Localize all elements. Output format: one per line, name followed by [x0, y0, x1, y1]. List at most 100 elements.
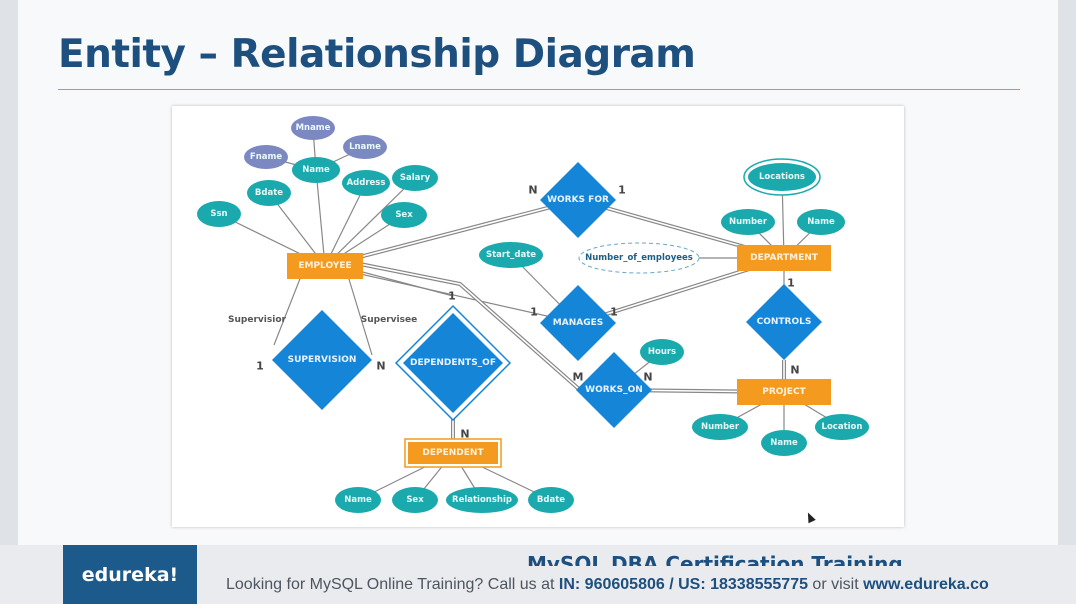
attribute-label: Number [729, 217, 768, 227]
relationship-dependents-of[interactable]: DEPENDENTS_OF [394, 304, 512, 422]
relationship-label: CONTROLS [757, 317, 812, 327]
entity-box [408, 442, 498, 464]
attribute-proj-name[interactable]: Name [761, 430, 807, 456]
attribute-ellipse [197, 201, 241, 227]
attribute-locations[interactable]: Locations [743, 158, 821, 196]
attribute-ellipse [761, 430, 807, 456]
attribute-label: Number [701, 422, 740, 432]
relationship-diamond [272, 310, 372, 410]
attribute-relationship[interactable]: Relationship [446, 487, 518, 513]
website-link[interactable]: www.edureka.co [863, 576, 989, 593]
attribute-label: Name [770, 438, 798, 448]
attribute-label: Start_date [486, 250, 536, 260]
edureka-logo: edureka! [63, 545, 197, 604]
course-title: MySQL DBA Certification Training [527, 552, 903, 566]
relationship-diamond [746, 284, 822, 360]
relationship-label: MANAGES [553, 318, 603, 328]
attribute-ellipse [392, 487, 438, 513]
connector-line [273, 265, 306, 346]
relationship-label: WORKS FOR [547, 195, 609, 205]
attribute-emp-name[interactable]: Name [292, 157, 340, 183]
attribute-dep-name[interactable]: Name [335, 487, 381, 513]
attribute-dep-bdate[interactable]: Bdate [528, 487, 574, 513]
entity-label: DEPARTMENT [750, 253, 819, 263]
attribute-ellipse [381, 202, 427, 228]
attribute-emp-sex[interactable]: Sex [381, 202, 427, 228]
relationship-label: SUPERVISION [288, 355, 357, 365]
cardinality-dep-1: 1 [448, 290, 456, 303]
cardinality-mg-dept: 1 [610, 306, 618, 319]
entity-box [737, 379, 831, 405]
entity-employee[interactable]: EMPLOYEE [287, 253, 363, 279]
connector-line [324, 177, 416, 267]
derived-attribute-ellipse [578, 242, 700, 274]
attribute-proj-number[interactable]: Number [692, 414, 748, 440]
attribute-address[interactable]: Address [342, 170, 390, 196]
attribute-label: Salary [400, 173, 431, 183]
relationship-controls[interactable]: CONTROLS [746, 284, 822, 360]
entity-project[interactable]: PROJECT [737, 379, 831, 405]
attribute-bdate[interactable]: Bdate [247, 180, 291, 206]
attribute-hours[interactable]: Hours [640, 339, 684, 365]
attribute-label: Location [822, 422, 863, 432]
relationship-manages[interactable]: MANAGES [540, 285, 616, 361]
attribute-label: Locations [759, 172, 805, 182]
role-supervisor: Supervisior [228, 315, 286, 325]
attribute-ellipse [244, 145, 288, 169]
entity-label: DEPENDENT [422, 448, 484, 458]
cardinality-sup-1: 1 [256, 360, 264, 373]
attribute-ellipse [335, 487, 381, 513]
attribute-label: Hours [648, 347, 676, 357]
relationship-supervision[interactable]: SUPERVISION [272, 310, 372, 410]
promo-prefix: Looking for MySQL Online Training? Call … [226, 576, 559, 593]
attribute-label: Sex [395, 210, 413, 220]
promo-text: Looking for MySQL Online Training? Call … [226, 576, 989, 594]
relationship-works-on[interactable]: WORKS_ON [576, 352, 652, 428]
connector-line [315, 169, 326, 267]
attribute-lname[interactable]: Lname [343, 135, 387, 159]
attribute-label: Address [347, 178, 386, 188]
entity-label: EMPLOYEE [298, 261, 351, 271]
attribute-ellipse [692, 414, 748, 440]
attribute-num-emp[interactable]: Number_of_employees [578, 242, 700, 274]
attribute-label: Lname [349, 142, 381, 152]
attribute-ellipse [342, 170, 390, 196]
attribute-fname[interactable]: Fname [244, 145, 288, 169]
cardinality-wf-dept: 1 [618, 184, 626, 197]
attribute-salary[interactable]: Salary [392, 165, 438, 191]
attribute-ellipse [392, 165, 438, 191]
cardinality-sup-n: N [376, 360, 385, 373]
connector-lines [218, 127, 843, 501]
attribute-label: Name [344, 495, 372, 505]
attribute-dept-name[interactable]: Name [797, 209, 845, 235]
relationship-diamond [403, 313, 503, 413]
attribute-ssn[interactable]: Ssn [197, 201, 241, 227]
attribute-ellipse [247, 180, 291, 206]
attribute-label: Name [302, 165, 330, 175]
attribute-ellipse [343, 135, 387, 159]
attribute-dep-sex[interactable]: Sex [392, 487, 438, 513]
attribute-label: Relationship [452, 495, 512, 505]
attribute-start-date[interactable]: Start_date [479, 242, 543, 268]
entity-department[interactable]: DEPARTMENT [737, 245, 831, 271]
relationship-works-for[interactable]: WORKS FOR [540, 162, 616, 238]
attribute-ellipse [797, 209, 845, 235]
attribute-proj-location[interactable]: Location [815, 414, 869, 440]
attribute-dept-number[interactable]: Number [721, 209, 775, 235]
attribute-ellipse [528, 487, 574, 513]
attribute-ellipse [640, 339, 684, 365]
attribute-mname[interactable]: Mname [291, 116, 335, 140]
phone-numbers: IN: 960605806 / US: 18338555775 [558, 576, 808, 593]
relationship-diamond [540, 162, 616, 238]
cardinality-wo-n: N [643, 371, 652, 384]
relationship-label: DEPENDENTS_OF [410, 358, 496, 368]
connector-line [324, 265, 579, 324]
attribute-ellipse [292, 157, 340, 183]
entity-box [287, 253, 363, 279]
attribute-ellipse [815, 414, 869, 440]
connector-line [344, 265, 373, 356]
attribute-ellipse [446, 487, 518, 513]
cardinality-wo-m: M [573, 371, 584, 384]
entity-dependent[interactable]: DEPENDENT [404, 438, 502, 468]
